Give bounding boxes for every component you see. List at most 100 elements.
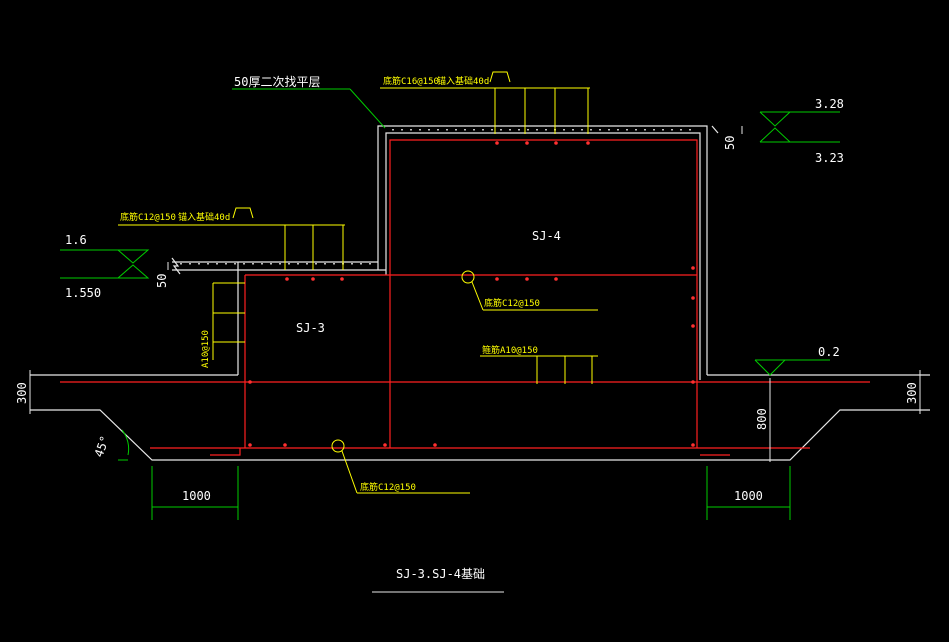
rebar-mid-label: 底筋C12@150 xyxy=(484,297,540,309)
dim-depth: 800 xyxy=(755,408,769,430)
elevation-left-upper: 1.6 xyxy=(65,233,87,247)
rebar-top-sj4-label: 底筋C16@150 xyxy=(383,75,439,87)
aggregate-dot xyxy=(563,129,565,131)
aggregate-dot xyxy=(324,263,326,265)
rebar-section-dots xyxy=(248,141,695,447)
drawing-text: 50厚二次找平层 底筋C16@150 锚入基础40d 底筋C12@150 锚入基… xyxy=(15,75,919,581)
aggregate-dot xyxy=(599,129,601,131)
aggregate-dot xyxy=(509,129,511,131)
rebar-dot xyxy=(311,277,315,281)
rebar-bottom-label: 底筋C12@150 xyxy=(360,481,416,493)
aggregate-dot xyxy=(198,263,200,265)
aggregate-dot xyxy=(617,129,619,131)
aggregate-dot xyxy=(401,129,403,131)
dim-slab-left: 50 xyxy=(155,274,169,288)
dim-angle: 45° xyxy=(92,434,113,459)
aggregate-dot xyxy=(482,129,484,131)
rebar-dot xyxy=(383,443,387,447)
rebar-dot xyxy=(283,443,287,447)
rebar-dot xyxy=(691,266,695,270)
aggregate-dot xyxy=(644,129,646,131)
aggregate-dot xyxy=(315,263,317,265)
aggregate-dot xyxy=(419,129,421,131)
aggregate-dot xyxy=(225,263,227,265)
elevation-top-upper: 3.28 xyxy=(815,97,844,111)
aggregate-dot xyxy=(306,263,308,265)
slab-aggregate-dots xyxy=(180,129,691,265)
aggregate-dot xyxy=(279,263,281,265)
aggregate-dot xyxy=(180,263,182,265)
aggregate-dot xyxy=(297,263,299,265)
aggregate-dot xyxy=(288,263,290,265)
concrete-outline xyxy=(30,125,930,461)
aggregate-dot xyxy=(635,129,637,131)
dim-bed-left: 300 xyxy=(15,382,29,404)
aggregate-dot xyxy=(252,263,254,265)
anchor-left-label: 锚入基础40d xyxy=(178,211,230,223)
rebar-dot xyxy=(554,277,558,281)
aggregate-dot xyxy=(360,263,362,265)
aggregate-dot xyxy=(216,263,218,265)
aggregate-dot xyxy=(581,129,583,131)
aggregate-dot xyxy=(671,129,673,131)
aggregate-dot xyxy=(527,129,529,131)
rebar-lines xyxy=(60,139,870,456)
aggregate-dot xyxy=(689,129,691,131)
aggregate-dot xyxy=(410,129,412,131)
aggregate-dot xyxy=(437,129,439,131)
aggregate-dot xyxy=(392,129,394,131)
dim-slab-right: 50 xyxy=(723,136,737,150)
rebar-dot xyxy=(586,141,590,145)
rebar-dot xyxy=(495,141,499,145)
aggregate-dot xyxy=(261,263,263,265)
aggregate-dot xyxy=(473,129,475,131)
aggregate-dot xyxy=(351,263,353,265)
aggregate-dot xyxy=(464,129,466,131)
aggregate-dot xyxy=(491,129,493,131)
rebar-dot xyxy=(525,277,529,281)
aggregate-dot xyxy=(518,129,520,131)
aggregate-dot xyxy=(369,263,371,265)
rebar-dot xyxy=(248,380,252,384)
dim-bed-right: 300 xyxy=(905,382,919,404)
aggregate-dot xyxy=(207,263,209,265)
aggregate-dot xyxy=(189,263,191,265)
aggregate-dot xyxy=(608,129,610,131)
elevation-left-lower: 1.550 xyxy=(65,286,101,300)
anchor-top-label: 锚入基础40d xyxy=(437,75,489,87)
aggregate-dot xyxy=(572,129,574,131)
aggregate-dot xyxy=(626,129,628,131)
rebar-dot xyxy=(691,380,695,384)
leader-lines xyxy=(118,71,598,494)
aggregate-dot xyxy=(536,129,538,131)
drawing-title: SJ-3.SJ-4基础 xyxy=(396,567,485,581)
aggregate-dot xyxy=(428,129,430,131)
rebar-dot xyxy=(691,443,695,447)
aggregate-dot xyxy=(234,263,236,265)
aggregate-dot xyxy=(590,129,592,131)
rebar-dot xyxy=(248,443,252,447)
aggregate-dot xyxy=(333,263,335,265)
dim-offset-right: 1000 xyxy=(734,489,763,503)
white-dimensions xyxy=(29,126,921,462)
rebar-top-sj3-label: 底筋C12@150 xyxy=(120,211,176,223)
rebar-dot xyxy=(340,277,344,281)
rebar-dot xyxy=(691,296,695,300)
rebar-dot xyxy=(433,443,437,447)
top-note-label: 50厚二次找平层 xyxy=(234,75,320,89)
aggregate-dot xyxy=(662,129,664,131)
aggregate-dot xyxy=(243,263,245,265)
rebar-dot xyxy=(691,324,695,328)
rebar-dot xyxy=(554,141,558,145)
slab-hatching xyxy=(388,127,698,130)
rebar-mid2-label: 箍筋A10@150 xyxy=(482,344,538,356)
aggregate-dot xyxy=(270,263,272,265)
elevation-ground: 0.2 xyxy=(818,345,840,359)
rebar-dot xyxy=(525,141,529,145)
sj4-label: SJ-4 xyxy=(532,229,561,243)
rebar-dot xyxy=(495,277,499,281)
dimension-lines xyxy=(60,88,840,520)
aggregate-dot xyxy=(545,129,547,131)
aggregate-dot xyxy=(455,129,457,131)
